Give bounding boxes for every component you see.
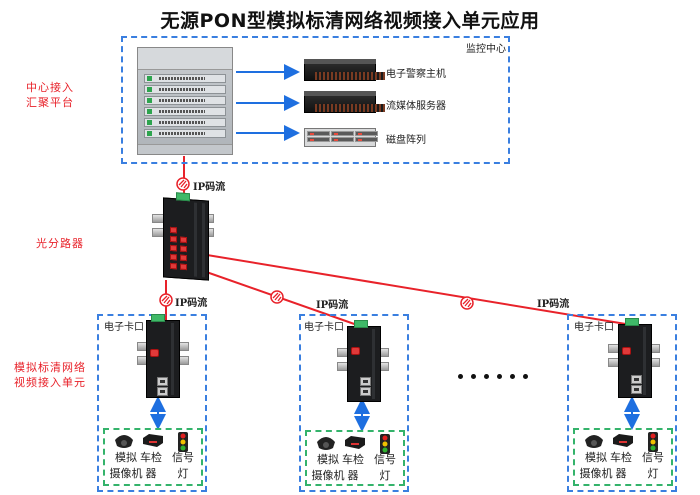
splitter-label: 光分路器 bbox=[36, 237, 84, 250]
peripheral-label: 信号灯 bbox=[374, 453, 396, 482]
more-units-ellipsis bbox=[458, 364, 536, 383]
unit-box-3 bbox=[567, 314, 677, 492]
video-access-unit-3 bbox=[618, 318, 652, 398]
center-access-label: 中心接入 汇聚平台 bbox=[26, 80, 74, 110]
center-access-label-line2: 汇聚平台 bbox=[26, 96, 74, 109]
unit-label-line1: 模拟标清网络 bbox=[14, 361, 86, 374]
rack-server-icon bbox=[304, 59, 385, 81]
diagram-title: 无源PON型模拟标清网络视频接入单元应用 bbox=[160, 10, 540, 32]
peripheral-label: 模拟摄像机 bbox=[311, 453, 345, 482]
unit-label-2: 电子卡口 bbox=[304, 322, 344, 333]
vehicle-detector-icon bbox=[611, 432, 635, 452]
peripheral-label: 信号灯 bbox=[642, 451, 664, 480]
monitoring-center-box bbox=[121, 36, 510, 164]
fiber-splitter-to-unit-3 bbox=[206, 254, 633, 326]
ip-stream-label: IP码流 bbox=[537, 299, 570, 310]
device-label-police-host: 电子警察主机 bbox=[386, 69, 446, 80]
disk-array-icon bbox=[304, 128, 378, 147]
peripheral-label: 车检器 bbox=[140, 451, 162, 480]
peripheral-label: 模拟摄像机 bbox=[579, 451, 613, 480]
fiber-link-icon bbox=[159, 293, 173, 307]
fiber-link-icon bbox=[460, 296, 474, 310]
device-label-media-server: 流媒体服务器 bbox=[386, 101, 446, 112]
ip-stream-label: IP码流 bbox=[316, 300, 349, 311]
peripheral-box-1 bbox=[103, 428, 203, 486]
fiber-link-icon bbox=[176, 177, 190, 191]
video-access-unit-2 bbox=[347, 320, 381, 402]
traffic-light-icon bbox=[647, 432, 659, 456]
video-access-unit-1 bbox=[146, 314, 180, 398]
peripheral-label: 模拟摄像机 bbox=[109, 451, 143, 480]
vehicle-detector-icon bbox=[343, 434, 367, 454]
optical-splitter bbox=[163, 192, 209, 281]
unit-label-line2: 视频接入单元 bbox=[14, 376, 86, 389]
device-label-disk-array: 磁盘阵列 bbox=[386, 135, 426, 146]
unit-box-2 bbox=[299, 314, 409, 492]
vehicle-detector-icon bbox=[141, 432, 165, 452]
unit-label-3: 电子卡口 bbox=[574, 322, 614, 333]
fiber-link-icon bbox=[270, 290, 284, 304]
camera-icon bbox=[113, 432, 135, 454]
traffic-light-icon bbox=[379, 434, 391, 458]
traffic-light-icon bbox=[177, 432, 189, 456]
monitoring-center-label: 监控中心 bbox=[466, 44, 506, 55]
peripheral-box-3 bbox=[573, 428, 673, 486]
center-access-label-line1: 中心接入 bbox=[26, 81, 74, 94]
unit-label: 模拟标清网络 视频接入单元 bbox=[14, 360, 86, 390]
aggregation-chassis bbox=[137, 47, 233, 155]
ip-stream-label: IP码流 bbox=[193, 182, 226, 193]
peripheral-label: 车检器 bbox=[610, 451, 632, 480]
unit-label-1: 电子卡口 bbox=[104, 322, 144, 333]
peripheral-box-2 bbox=[305, 430, 405, 486]
camera-icon bbox=[315, 434, 337, 456]
rack-server-icon bbox=[304, 91, 385, 113]
peripheral-label: 车检器 bbox=[342, 453, 364, 482]
camera-icon bbox=[583, 432, 605, 454]
ip-stream-label: IP码流 bbox=[175, 298, 208, 309]
peripheral-label: 信号灯 bbox=[172, 451, 194, 480]
